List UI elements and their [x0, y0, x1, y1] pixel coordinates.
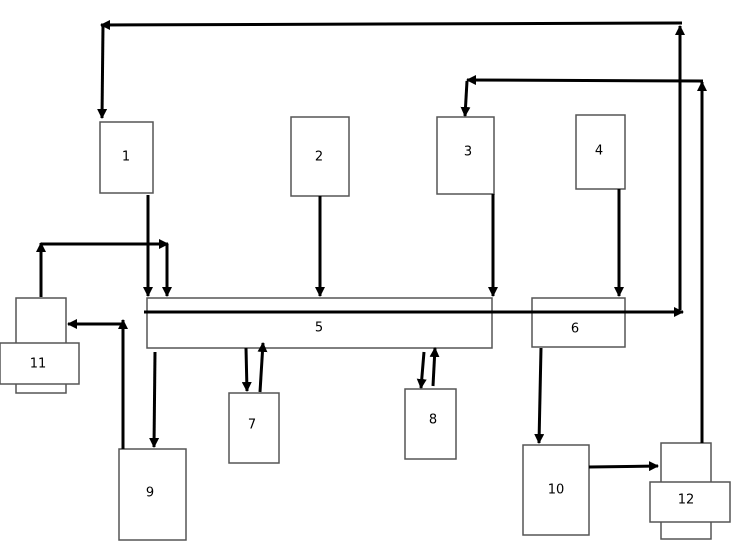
block-5: 5	[146, 297, 493, 349]
block-7-label: 7	[248, 418, 256, 433]
arrow-top-left	[100, 19, 683, 30]
block-12: 12	[649, 442, 731, 540]
block-1-label: 1	[122, 150, 130, 165]
block-4-label: 4	[595, 144, 603, 159]
block-3: 3	[436, 116, 495, 195]
block-6-label: 6	[571, 322, 579, 337]
block-4: 4	[575, 114, 626, 190]
arrow-5-to-8	[416, 351, 427, 389]
arrow-5-to-7	[241, 347, 252, 392]
block-11: 11	[0, 297, 80, 394]
arrow-down-to-1	[97, 24, 108, 119]
block-2: 2	[290, 116, 350, 197]
block-10: 10	[522, 444, 590, 536]
arrow-8-to-5	[429, 347, 440, 387]
arrow-5-to-9	[149, 351, 160, 448]
block-1: 1	[99, 121, 154, 194]
block-6: 6	[531, 297, 626, 348]
block-9-label: 9	[146, 486, 154, 501]
block-11-label: 11	[30, 357, 47, 372]
block-8: 8	[404, 388, 457, 460]
block-9: 9	[118, 448, 187, 541]
block-2-label: 2	[315, 150, 323, 165]
block-3-label: 3	[464, 145, 472, 160]
arrow-10-to-12	[588, 461, 659, 472]
block-8-label: 8	[429, 413, 437, 428]
block-12-label: 12	[678, 493, 695, 508]
arrow-6-to-10	[534, 347, 545, 444]
arrow-down-to-3	[460, 80, 471, 117]
block-7: 7	[228, 392, 280, 464]
block-10-label: 10	[548, 483, 565, 498]
arrow-7-to-5	[257, 342, 268, 393]
block-5-label: 5	[315, 321, 323, 336]
arrow-top-to-3	[466, 75, 704, 86]
